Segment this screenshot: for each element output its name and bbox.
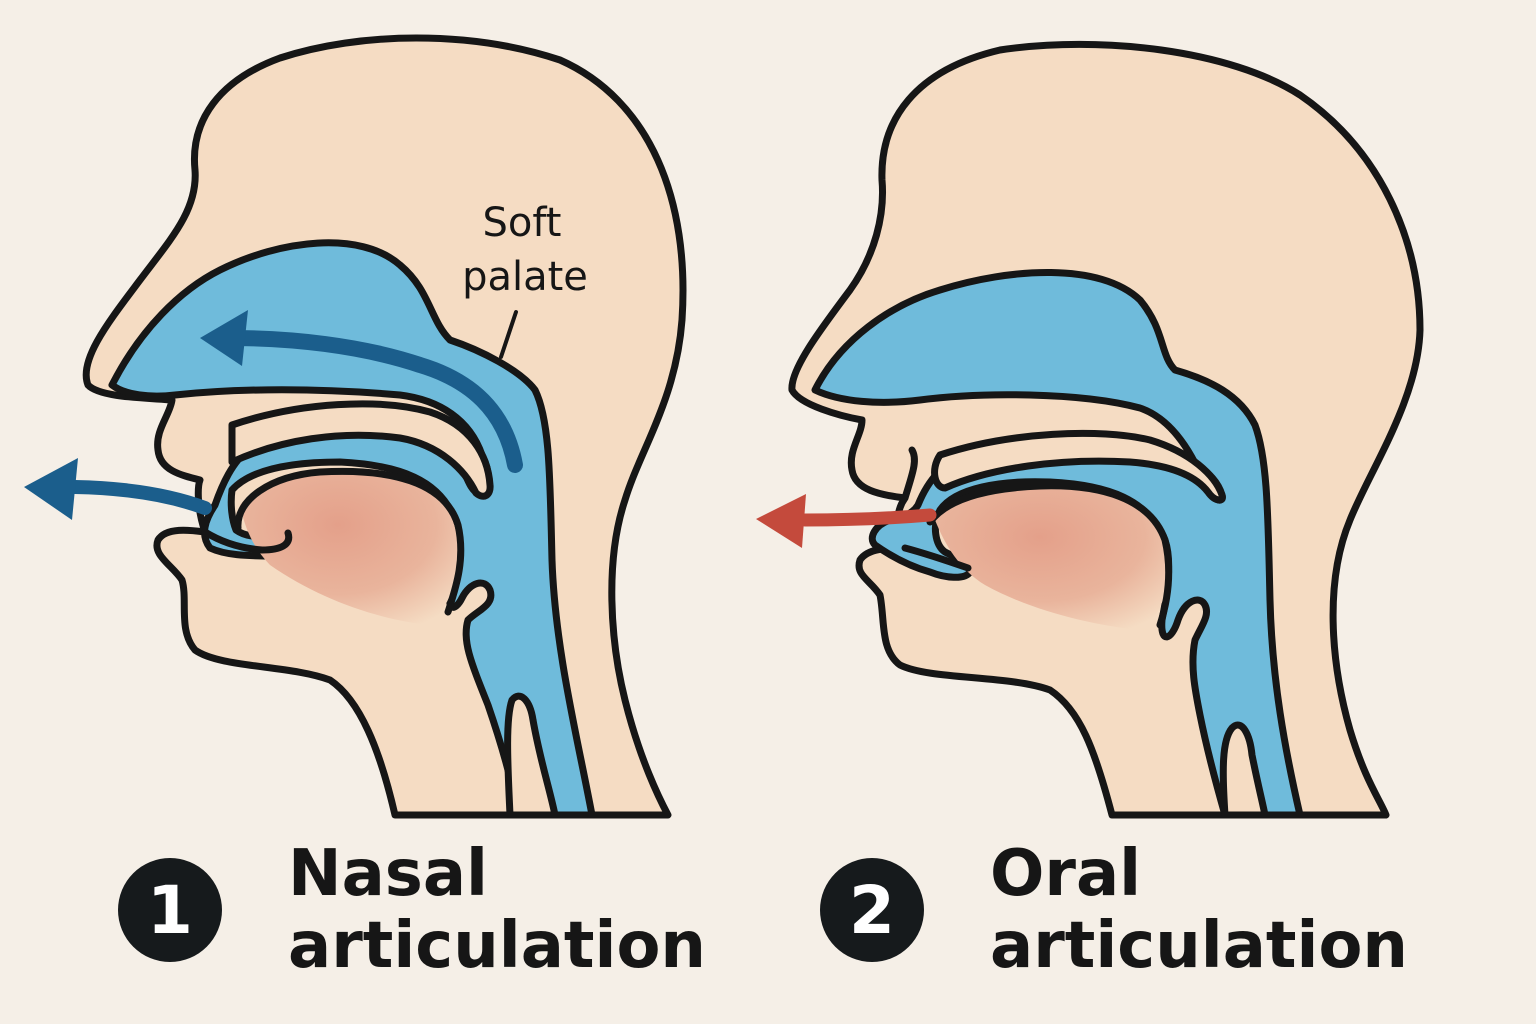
caption-1-text: Nasal articulation — [288, 838, 706, 982]
soft-palate-leader-line — [499, 310, 518, 359]
articulation-diagram: Soft palate — [24, 34, 1424, 819]
arrow-left-icon — [200, 310, 523, 473]
caption-1-line1: Nasal — [288, 837, 488, 911]
caption-1-line2: articulation — [288, 909, 706, 983]
number-badge-2: 2 — [820, 858, 924, 962]
arrow-left-icon — [24, 458, 212, 520]
head-2-epiglottis — [1219, 721, 1269, 819]
caption-nasal-articulation: 1 Nasal articulation — [118, 838, 706, 982]
head-2-soft-palate — [931, 429, 1226, 504]
oral-head-profile — [756, 40, 1424, 819]
head-2-silhouette — [788, 40, 1424, 819]
head-1-soft-palate — [228, 400, 494, 500]
head-2-tongue-outline — [926, 482, 1173, 629]
head-2-tongue — [935, 487, 1169, 630]
caption-2-line1: Oral — [990, 837, 1142, 911]
caption-2-text: Oral articulation — [990, 838, 1408, 982]
arrow-left-icon — [756, 494, 937, 548]
nasal-head-profile: Soft palate — [24, 34, 687, 819]
head-1-epiglottis — [504, 692, 559, 819]
head-1-lip-line — [201, 528, 293, 554]
soft-palate-label-line2: palate — [462, 254, 588, 300]
head-2-upper-lip — [901, 446, 918, 502]
head-1-tongue-outline — [234, 467, 465, 616]
number-badge-1: 1 — [118, 858, 222, 962]
caption-oral-articulation: 2 Oral articulation — [820, 838, 1408, 982]
head-1-tongue — [240, 471, 459, 625]
caption-2-line2: articulation — [990, 909, 1408, 983]
soft-palate-label-line1: Soft — [483, 200, 562, 246]
head-2-lower-lip — [901, 544, 972, 572]
